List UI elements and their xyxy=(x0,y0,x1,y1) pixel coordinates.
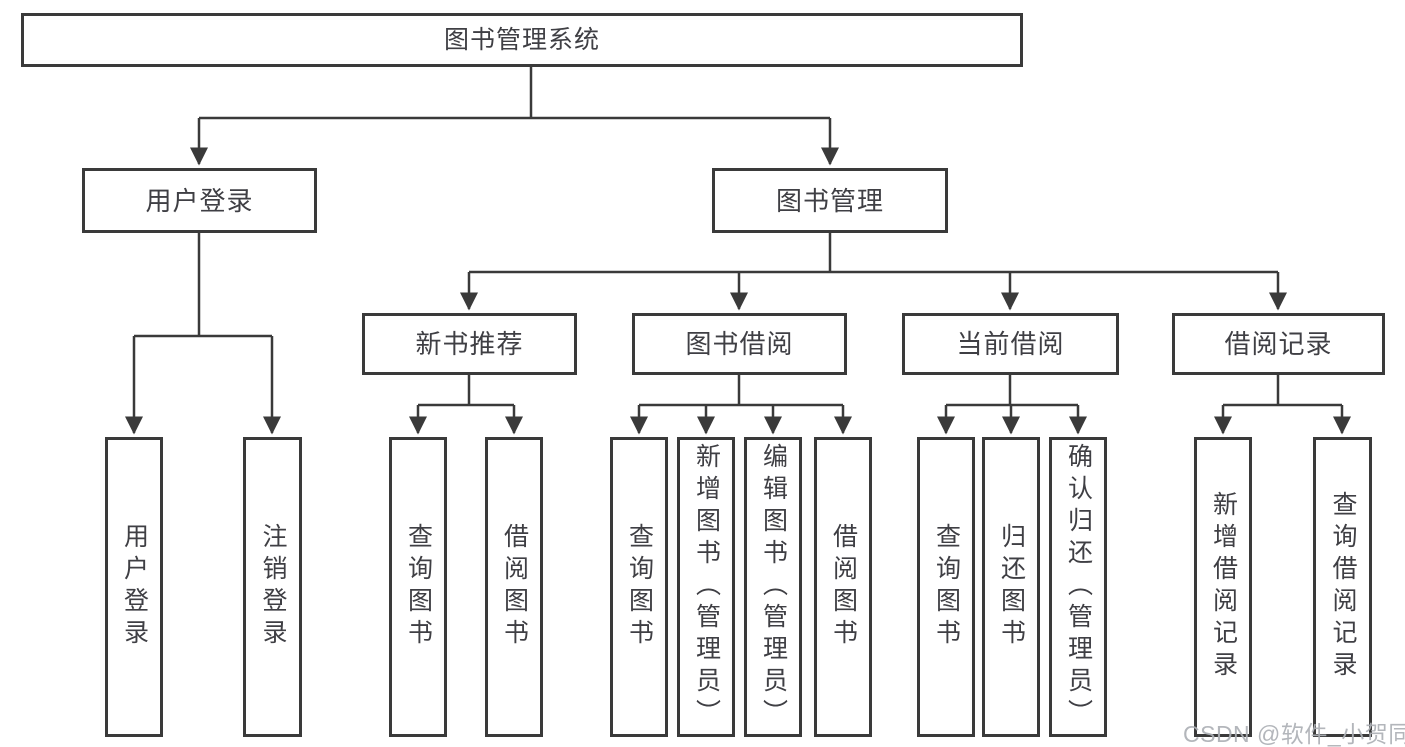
node-current-borrowing-label: 当前借阅 xyxy=(956,329,1065,359)
node-leaf-user-login-label: 用户登录 xyxy=(120,523,149,651)
node-leaf-return-book: 归还图书 xyxy=(982,437,1040,737)
node-leaf-borrow-books: 借阅图书 xyxy=(814,437,872,737)
node-leaf-confirm-return-admin: 确认归还（管理员） xyxy=(1049,437,1107,737)
node-library-system: 图书管理系统 xyxy=(21,13,1023,67)
node-leaf-edit-book-admin-label: 编辑图书（管理员） xyxy=(759,443,788,731)
csdn-watermark: CSDN @软件_小贺同学 xyxy=(1183,721,1405,747)
node-leaf-query-books-current-label: 查询图书 xyxy=(932,523,961,651)
node-user-login: 用户登录 xyxy=(82,168,317,233)
node-leaf-user-login: 用户登录 xyxy=(105,437,163,737)
node-book-borrowing: 图书借阅 xyxy=(632,313,847,375)
node-user-login-label: 用户登录 xyxy=(145,185,254,216)
node-book-management: 图书管理 xyxy=(712,168,948,233)
node-leaf-query-borrow-record-label: 查询借阅记录 xyxy=(1329,491,1357,683)
node-leaf-confirm-return-admin-label: 确认归还（管理员） xyxy=(1064,443,1093,731)
node-leaf-add-borrow-record: 新增借阅记录 xyxy=(1194,437,1252,737)
node-leaf-add-book-admin: 新增图书（管理员） xyxy=(677,437,735,737)
node-leaf-add-book-admin-label: 新增图书（管理员） xyxy=(692,443,721,731)
node-leaf-logout-label: 注销登录 xyxy=(259,523,287,651)
node-leaf-borrow-books-label: 借阅图书 xyxy=(829,523,858,651)
node-new-book-recommendation: 新书推荐 xyxy=(362,313,577,375)
node-book-borrowing-label: 图书借阅 xyxy=(685,329,794,359)
node-leaf-query-books-recommend: 查询图书 xyxy=(389,437,447,737)
node-borrowing-records: 借阅记录 xyxy=(1172,313,1385,375)
node-new-book-recommendation-label: 新书推荐 xyxy=(415,329,524,359)
node-leaf-query-books-recommend-label: 查询图书 xyxy=(404,523,433,651)
node-leaf-borrow-books-recommend: 借阅图书 xyxy=(485,437,543,737)
node-leaf-query-books-current: 查询图书 xyxy=(917,437,975,737)
node-book-management-label: 图书管理 xyxy=(775,185,884,216)
node-leaf-query-borrow-record: 查询借阅记录 xyxy=(1313,437,1372,737)
node-library-system-label: 图书管理系统 xyxy=(443,25,600,54)
node-leaf-query-books-borrow: 查询图书 xyxy=(610,437,668,737)
node-leaf-edit-book-admin: 编辑图书（管理员） xyxy=(744,437,802,737)
node-leaf-borrow-books-recommend-label: 借阅图书 xyxy=(500,523,529,651)
node-borrowing-records-label: 借阅记录 xyxy=(1224,329,1333,359)
node-leaf-return-book-label: 归还图书 xyxy=(997,523,1026,651)
node-current-borrowing: 当前借阅 xyxy=(902,313,1119,375)
node-leaf-add-borrow-record-label: 新增借阅记录 xyxy=(1209,491,1238,683)
node-leaf-logout: 注销登录 xyxy=(243,437,302,737)
node-leaf-query-books-borrow-label: 查询图书 xyxy=(625,523,654,651)
